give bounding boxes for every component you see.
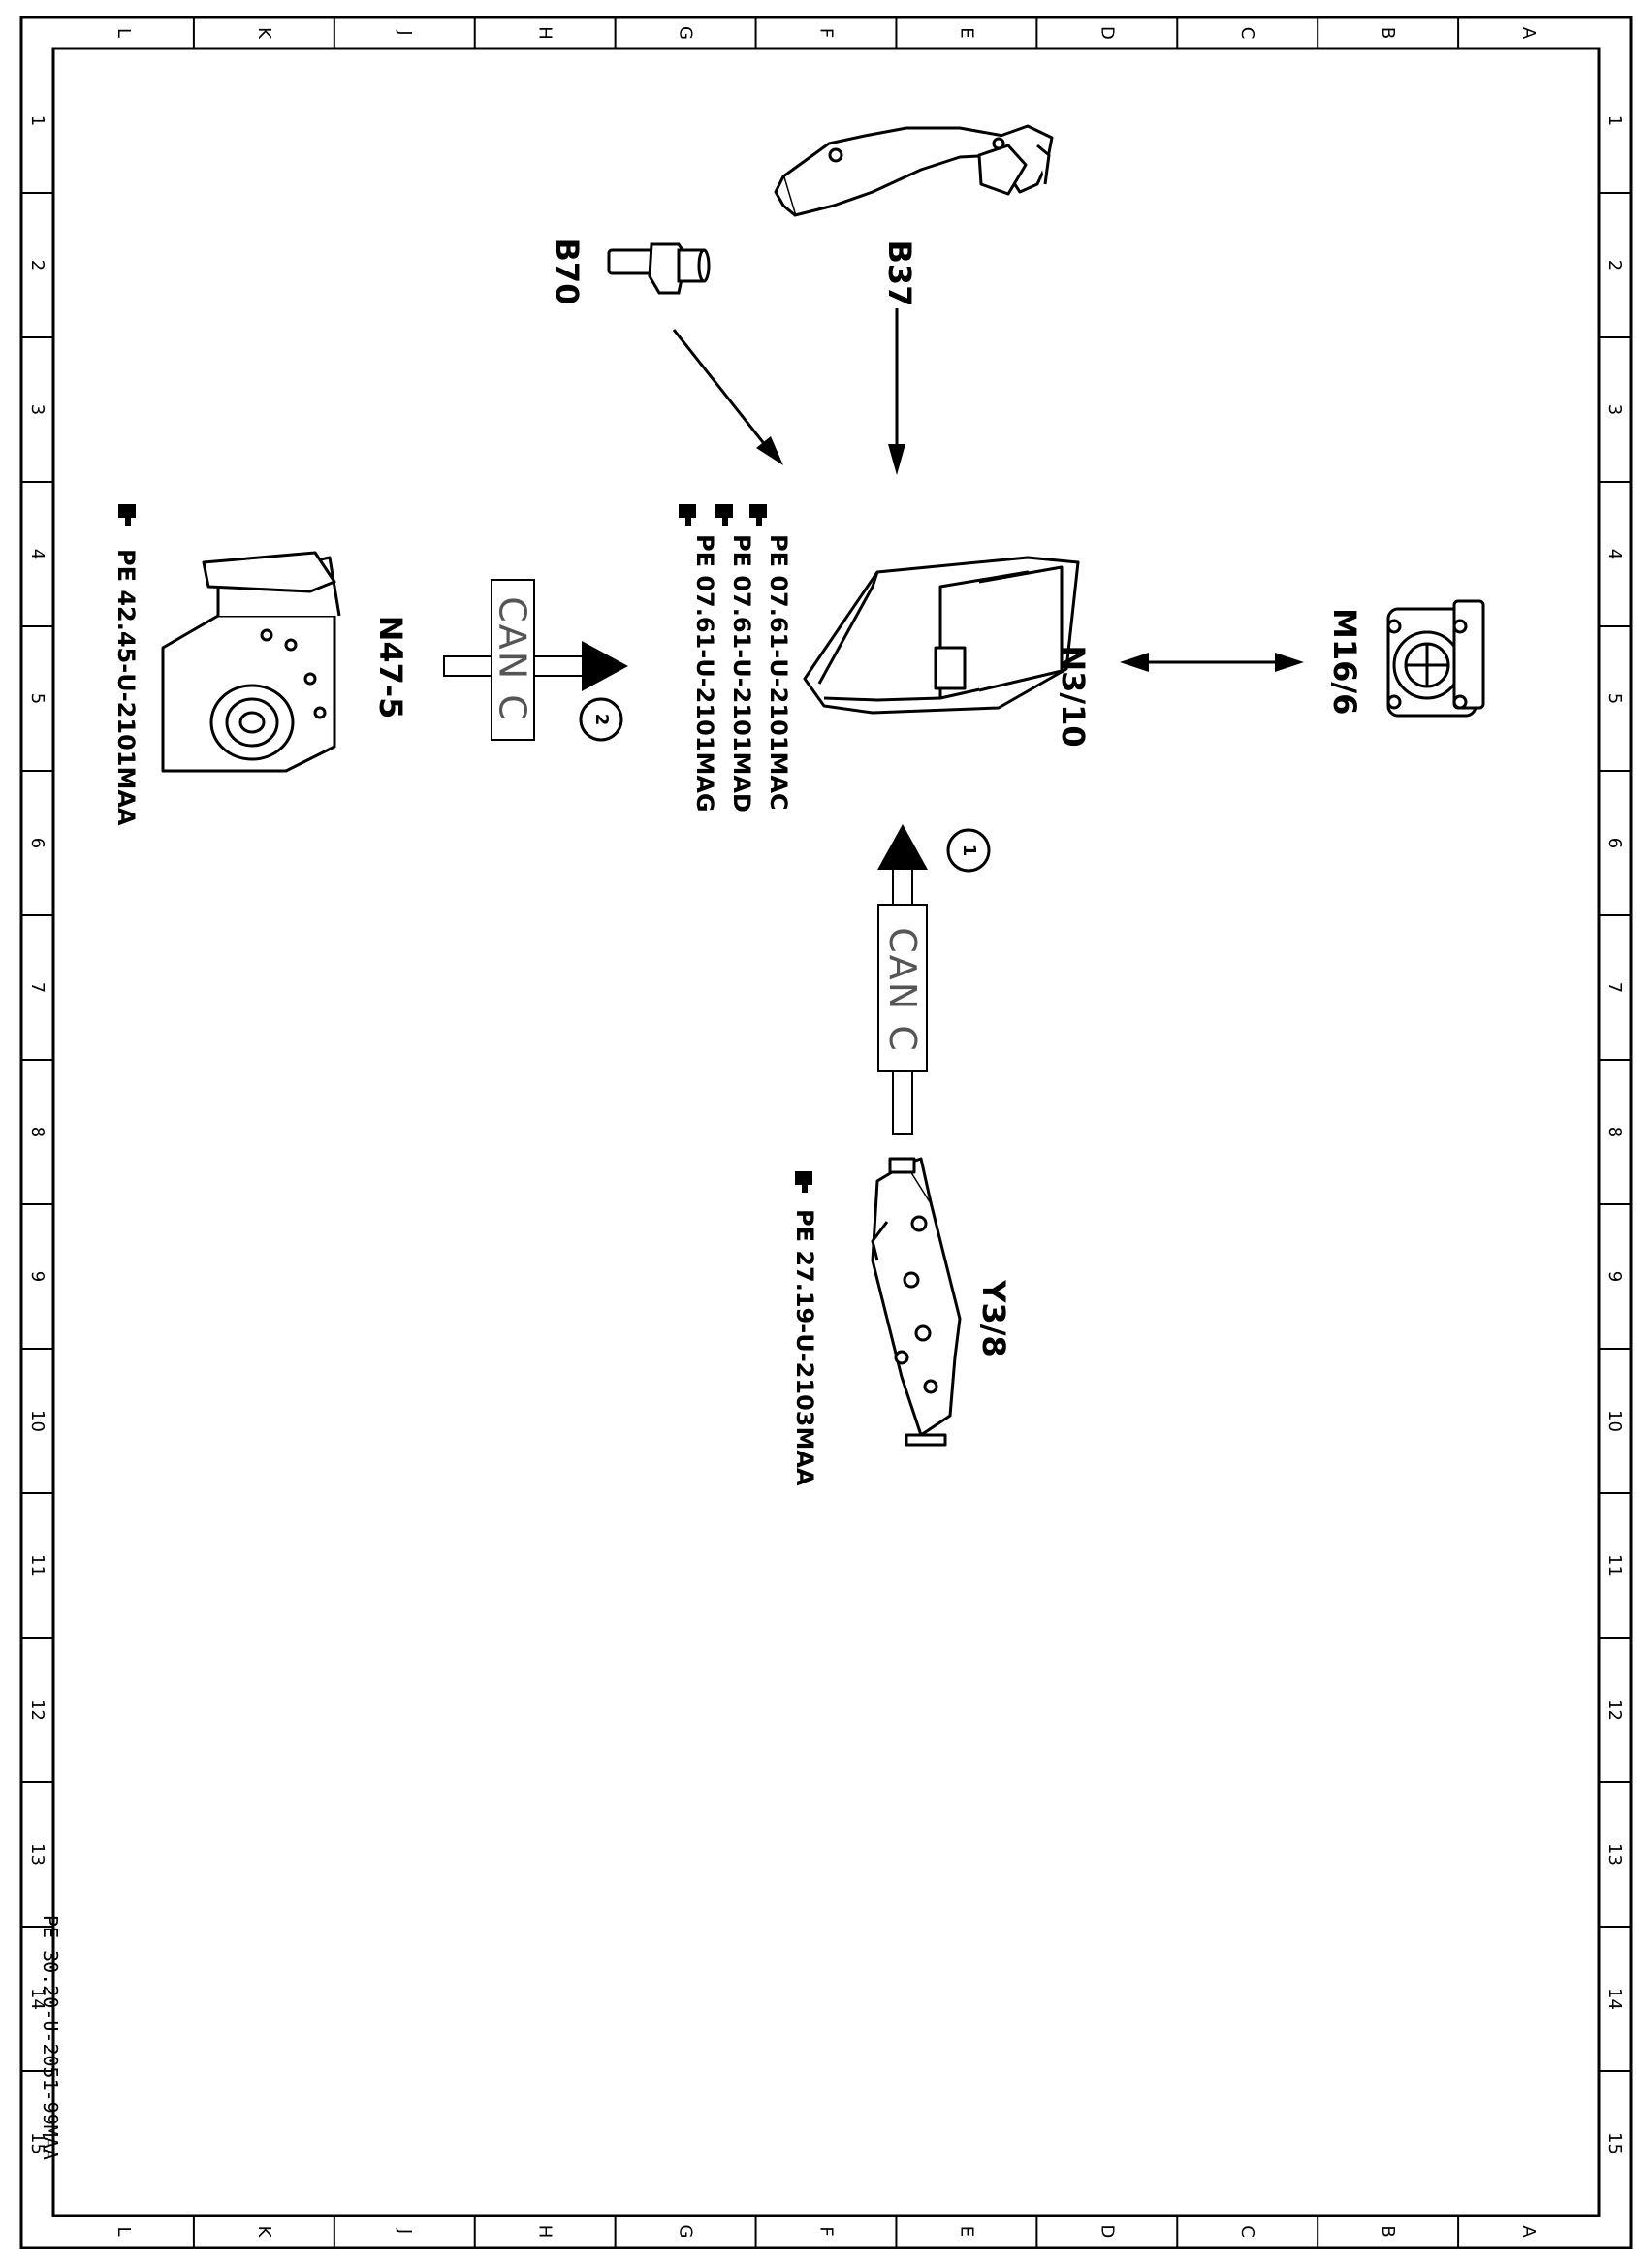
- can-c-label-1: CAN C: [881, 927, 924, 1053]
- row-label-7-right: 7: [1604, 982, 1625, 993]
- column-label-g-top: G: [676, 26, 696, 40]
- label-b37: B37: [881, 239, 918, 307]
- column-label-j-top: J: [395, 29, 415, 35]
- reference-item-mac[interactable]: PE 07.61-U-2101MAC: [765, 534, 792, 811]
- row-label-14-right: 14: [1604, 1988, 1625, 2010]
- row-label-4-left: 4: [27, 549, 48, 559]
- column-label-l-top: L: [113, 28, 134, 38]
- column-label-c-bottom: C: [1237, 2225, 1257, 2238]
- row-label-3-left: 3: [27, 404, 48, 415]
- row-label-8-left: 8: [27, 1127, 48, 1137]
- reference-item-mag[interactable]: PE 07.61-U-2101MAG: [691, 534, 718, 813]
- accelerator-pedal-illustration: [774, 124, 1054, 217]
- row-label-15-right: 15: [1604, 2132, 1625, 2154]
- reference-item-mad[interactable]: PE 07.61-U-2101MAD: [728, 534, 755, 813]
- column-label-f-top: F: [816, 28, 837, 38]
- inner-border: [51, 47, 1601, 2217]
- row-label-10-left: 10: [27, 1410, 48, 1432]
- column-label-a-bottom: A: [1518, 2225, 1539, 2238]
- row-label-1-left: 1: [27, 115, 48, 126]
- row-label-14-left: 14: [27, 1988, 48, 2010]
- row-label-2-right: 2: [1604, 260, 1625, 271]
- column-label-c-top: C: [1237, 27, 1257, 40]
- row-label-8-right: 8: [1604, 1127, 1625, 1137]
- column-label-h-bottom: H: [535, 2225, 556, 2239]
- row-label-9-right: 9: [1604, 1271, 1625, 1282]
- row-label-3-right: 3: [1604, 404, 1625, 415]
- badge-1-text: 1: [959, 844, 979, 857]
- can-c-label-2: CAN C: [491, 596, 534, 722]
- transmission-valve-body-illustration: [871, 1157, 962, 1447]
- document-id: PE 30.20-U-2051-99MAA: [39, 1915, 62, 2160]
- row-label-13-right: 13: [1604, 1843, 1625, 1866]
- engine-control-unit-illustration: [803, 556, 1080, 715]
- column-label-l-bottom: L: [113, 2226, 134, 2236]
- y3-8-reference[interactable]: PE 27.19-U-2103MAA: [791, 1209, 818, 1486]
- reference-hand-icon: [118, 504, 812, 1193]
- n3-10-reference-list: PE 07.61-U-2101MAC PE 07.61-U-2101MAD PE…: [686, 534, 797, 815]
- row-label-5-left: 5: [27, 693, 48, 704]
- label-n47-5: N47-5: [372, 615, 409, 719]
- crankshaft-sensor-illustration: [607, 242, 711, 295]
- column-label-b-top: B: [1378, 27, 1398, 39]
- badge-2-text: 2: [591, 713, 612, 726]
- n47-5-reference[interactable]: PE 42.45-U-2101MAA: [112, 549, 140, 826]
- column-label-g-bottom: G: [676, 2225, 696, 2239]
- esp-control-unit-illustration: [161, 551, 341, 773]
- row-label-1-right: 1: [1604, 115, 1625, 126]
- column-label-b-bottom: B: [1378, 2225, 1398, 2237]
- row-label-12-left: 12: [27, 1699, 48, 1721]
- outer-border: [19, 16, 1633, 2249]
- m16-6-bidirectional-arrow: [1120, 653, 1304, 672]
- row-label-11-left: 11: [27, 1554, 48, 1577]
- row-label-5-right: 5: [1604, 693, 1625, 704]
- row-label-12-right: 12: [1604, 1699, 1625, 1721]
- grid-lines: [21, 17, 1631, 2248]
- throttle-actuator-illustration: [1386, 599, 1485, 718]
- column-label-j-bottom: J: [395, 2228, 415, 2234]
- can-c-arrow-from-y3-8: [877, 824, 928, 1135]
- row-label-10-right: 10: [1604, 1410, 1625, 1432]
- row-label-6-right: 6: [1604, 838, 1625, 848]
- b37-signal-arrow: [888, 308, 905, 475]
- column-label-d-top: D: [1096, 26, 1117, 40]
- column-label-d-bottom: D: [1096, 2225, 1117, 2239]
- label-m16-6: M16/6: [1326, 608, 1363, 716]
- label-n3-10: N3/10: [1055, 645, 1092, 748]
- label-b70: B70: [549, 238, 586, 305]
- row-label-2-left: 2: [27, 260, 48, 271]
- badge-circle-1: [946, 828, 991, 873]
- row-label-4-right: 4: [1604, 549, 1625, 559]
- label-y3-8: Y3/8: [975, 1280, 1012, 1357]
- row-label-13-left: 13: [27, 1843, 48, 1866]
- column-label-e-top: E: [956, 27, 976, 38]
- column-label-f-bottom: F: [816, 2226, 837, 2236]
- column-label-a-top: A: [1518, 27, 1539, 40]
- row-label-9-left: 9: [27, 1271, 48, 1282]
- row-label-7-left: 7: [27, 982, 48, 993]
- row-label-6-left: 6: [27, 838, 48, 848]
- row-label-15-left: 15: [27, 2132, 48, 2154]
- column-label-k-top: K: [254, 27, 274, 40]
- column-label-e-bottom: E: [956, 2226, 976, 2237]
- b70-signal-arrow: [672, 329, 783, 465]
- row-label-11-right: 11: [1604, 1554, 1625, 1577]
- column-label-h-top: H: [535, 26, 556, 40]
- badge-circle-2: [579, 697, 623, 742]
- can-c-arrow-from-n47-5: [443, 579, 628, 741]
- column-label-k-bottom: K: [254, 2226, 274, 2239]
